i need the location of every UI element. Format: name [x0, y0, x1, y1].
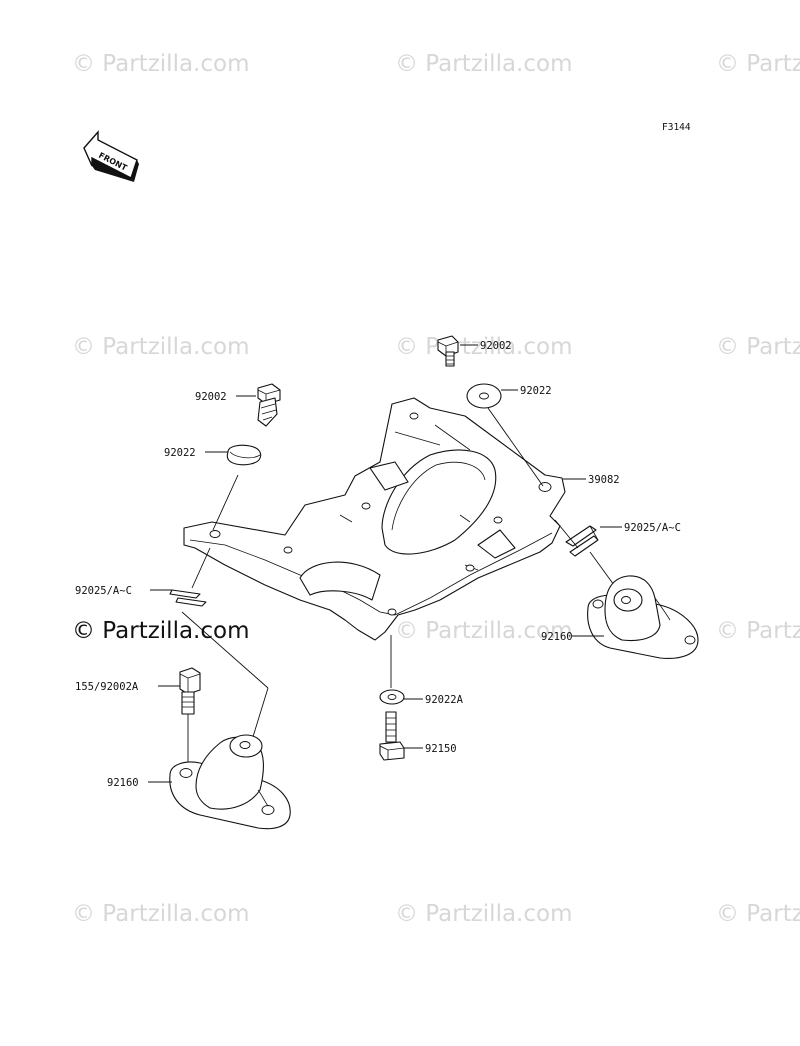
watermark: © Partzilla.com: [395, 334, 573, 360]
watermark: © Partzilla.com: [395, 51, 573, 77]
watermark: © Partzilla.com: [395, 901, 573, 927]
part-label-92002: 92002: [480, 340, 512, 352]
part-label-92022-left: 92022: [164, 447, 196, 459]
watermark: © Partzilla.com: [395, 618, 573, 644]
bracket-39082: [183, 397, 566, 641]
part-label-39082: 39082: [588, 474, 620, 486]
part-label-92002-left: 92002: [195, 391, 227, 403]
clip-icon: [169, 589, 207, 607]
watermark-layer: © Partzilla.com © Partzilla.com © Partzi…: [72, 51, 800, 927]
part-label-155-92002a: 155/92002A: [75, 681, 139, 693]
bolt-icon: [437, 335, 459, 367]
part-label-92025-right: 92025/A~C: [624, 522, 681, 534]
part-label-92160-left: 92160: [107, 777, 139, 789]
engine-mount-right: [587, 575, 699, 659]
front-arrow-icon: FRONT: [83, 130, 139, 182]
watermark: © Partzilla.com: [716, 901, 800, 927]
washer-icon: [226, 444, 262, 466]
bolt-icon: [379, 711, 405, 761]
watermark: © Partzilla.com: [716, 334, 800, 360]
watermark: © Partzilla.com: [716, 618, 800, 644]
engine-mount-left: [169, 734, 291, 830]
bolt-icon: [257, 383, 281, 427]
bolt-icon: [179, 667, 201, 715]
part-label-92022: 92022: [520, 385, 552, 397]
part-label-92022a: 92022A: [425, 694, 464, 706]
watermark: © Partzilla.com: [72, 51, 250, 77]
watermark-prominent: © Partzilla.com: [72, 618, 250, 644]
part-label-92025-left: 92025/A~C: [75, 585, 132, 597]
watermark: © Partzilla.com: [716, 51, 800, 77]
watermark: © Partzilla.com: [72, 334, 250, 360]
washer-icon: [466, 383, 502, 409]
part-label-92150: 92150: [425, 743, 457, 755]
part-label-92160-right: 92160: [541, 631, 573, 643]
watermark: © Partzilla.com: [72, 901, 250, 927]
washer-icon: [379, 689, 405, 705]
clip-icon: [565, 525, 599, 557]
figure-code: F3144: [662, 122, 691, 133]
